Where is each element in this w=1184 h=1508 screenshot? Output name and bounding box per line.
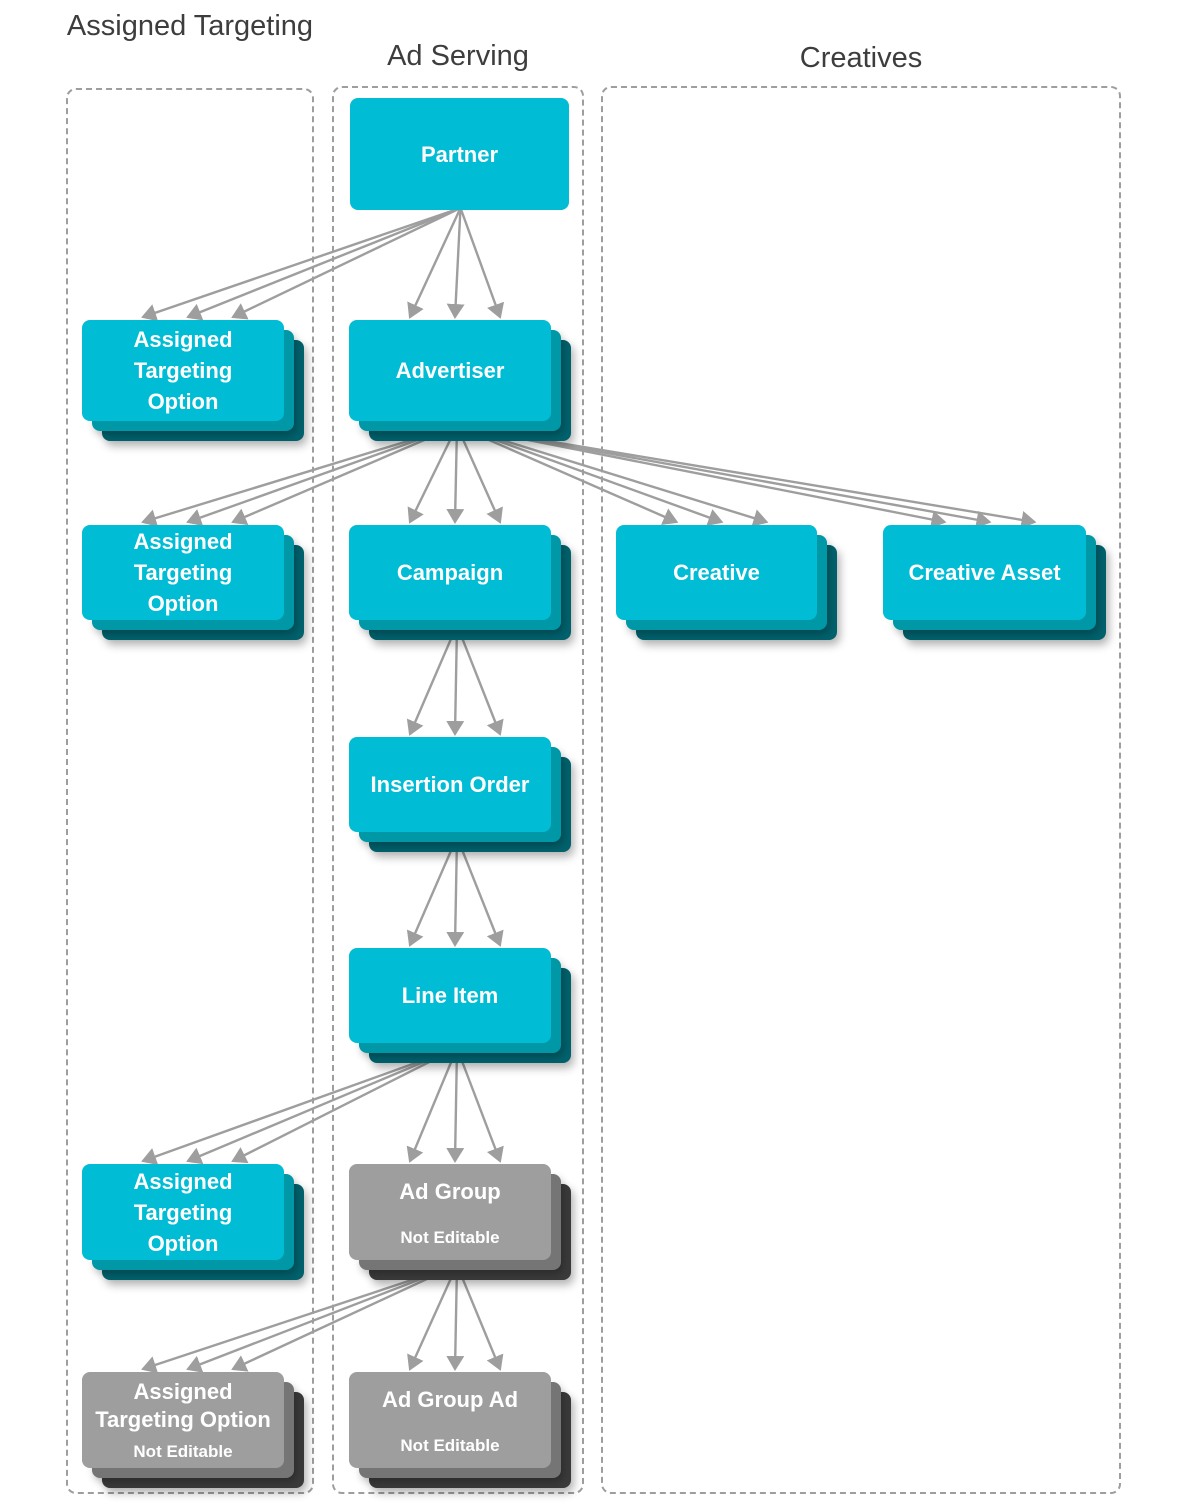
ad-serving-column-frame bbox=[332, 86, 584, 1494]
node-insertion-order: Insertion Order bbox=[349, 737, 551, 832]
node-label: Assigned Targeting Option bbox=[133, 327, 233, 414]
node-label: Creative Asset bbox=[908, 560, 1061, 585]
node-creative: Creative bbox=[616, 525, 817, 620]
node-label: Campaign bbox=[396, 560, 504, 585]
column-header-ad-serving: Ad Serving bbox=[387, 40, 529, 72]
node-assigned-targeting-option-not-editable: Assigned Targeting Option Not Editable bbox=[82, 1372, 284, 1468]
assigned-targeting-column-frame bbox=[66, 88, 314, 1494]
node-sublabel: Not Editable bbox=[400, 1435, 500, 1455]
node-creative-asset: Creative Asset bbox=[883, 525, 1086, 620]
column-header-assigned-targeting: Assigned Targeting bbox=[66, 10, 314, 42]
creatives-column-frame bbox=[601, 86, 1121, 1494]
node-label: Advertiser bbox=[395, 358, 505, 383]
node-label: Creative bbox=[673, 560, 760, 585]
node-label: Assigned Targeting Option bbox=[133, 529, 233, 616]
node-label: Ad Group bbox=[399, 1178, 501, 1204]
node-assigned-targeting-option: Assigned Targeting Option bbox=[82, 1164, 284, 1260]
node-line-item: Line Item bbox=[349, 948, 551, 1043]
node-sublabel: Not Editable bbox=[400, 1227, 500, 1247]
column-header-creatives: Creatives bbox=[799, 42, 923, 74]
node-ad-group-ad: Ad Group Ad Not Editable bbox=[349, 1372, 551, 1468]
node-campaign: Campaign bbox=[349, 525, 551, 620]
node-assigned-targeting-option: Assigned Targeting Option bbox=[82, 525, 284, 620]
node-label: Ad Group Ad bbox=[381, 1386, 519, 1412]
node-assigned-targeting-option: Assigned Targeting Option bbox=[82, 320, 284, 421]
node-ad-group: Ad Group Not Editable bbox=[349, 1164, 551, 1260]
node-label: Partner bbox=[420, 141, 499, 167]
node-label: Line Item bbox=[401, 983, 499, 1008]
node-advertiser: Advertiser bbox=[349, 320, 551, 421]
node-label: Assigned Targeting Option bbox=[133, 1168, 233, 1256]
node-sublabel: Not Editable bbox=[133, 1442, 233, 1461]
node-label: Assigned Targeting Option bbox=[95, 1379, 271, 1432]
node-label: Insertion Order bbox=[370, 772, 530, 797]
node-partner: Partner bbox=[350, 98, 569, 210]
